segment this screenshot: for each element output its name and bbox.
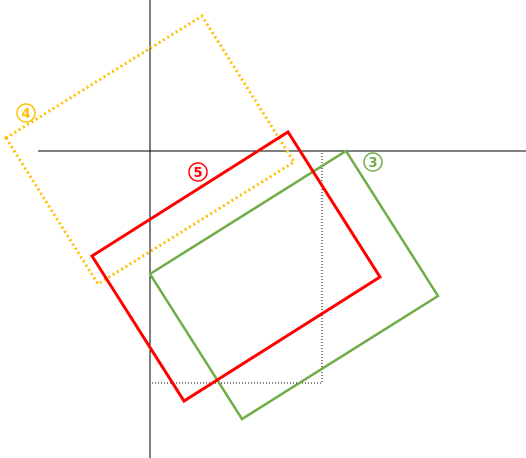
label-4-text: 4 — [21, 107, 30, 122]
label-3-circle — [363, 152, 383, 172]
label-5-circle — [188, 162, 208, 182]
label-4: 4 — [16, 103, 36, 123]
rectangle-5 — [89, 129, 383, 404]
label-3-text: 3 — [368, 156, 377, 171]
label-3: 3 — [363, 152, 383, 172]
reference-rectangle — [149, 150, 323, 384]
rectangle-3 — [148, 149, 440, 421]
label-5: 5 — [188, 162, 208, 182]
rectangle-4 — [3, 13, 297, 287]
label-4-circle — [16, 103, 36, 123]
label-5-text: 5 — [193, 166, 202, 181]
